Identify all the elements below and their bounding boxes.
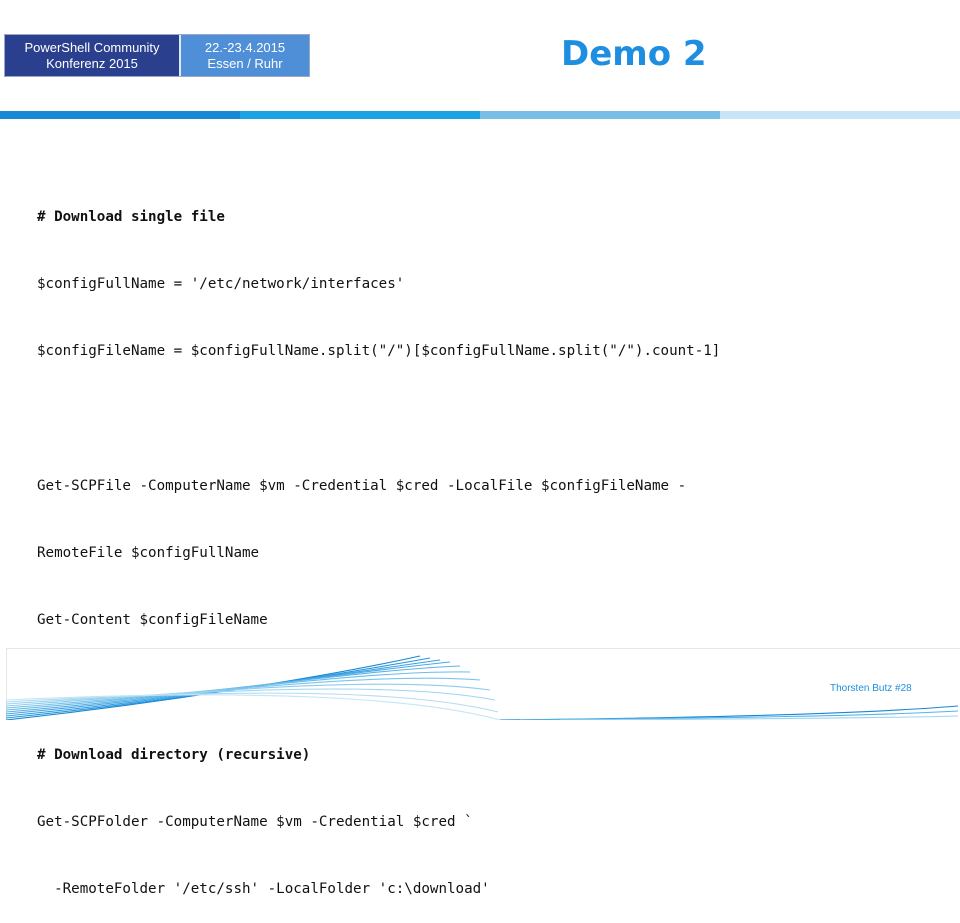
footer-author-page: Thorsten Butz #28 <box>830 683 912 694</box>
code-line: $configFileName = $configFullName.split(… <box>37 343 721 360</box>
logo-line-2: Konferenz 2015 <box>46 55 138 71</box>
code-line: $configFullName = '/etc/network/interfac… <box>37 276 405 293</box>
footer-wave-graphic <box>5 655 959 720</box>
slide-title: Demo 2 <box>561 34 707 74</box>
logo-left-panel: PowerShell Community Konferenz 2015 <box>5 35 179 76</box>
code-line: # Download single file <box>37 208 225 225</box>
footer-divider <box>6 648 960 649</box>
code-line: -RemoteFolder '/etc/ssh' -LocalFolder 'c… <box>37 881 490 897</box>
code-line: # Download directory (recursive) <box>37 746 311 763</box>
code-line: Get-Content $configFileName <box>37 612 268 629</box>
logo-right-panel: 22.-23.4.2015 Essen / Ruhr <box>179 35 309 76</box>
header-bar-segment-4 <box>720 111 960 119</box>
conference-logo: PowerShell Community Konferenz 2015 22.-… <box>4 34 310 77</box>
footer-left-border <box>6 648 7 720</box>
code-line: Get-SCPFile -ComputerName $vm -Credentia… <box>37 477 687 494</box>
header-bar-segment-2 <box>240 111 480 119</box>
code-line: RemoteFile $configFullName <box>37 544 260 561</box>
code-block: # Download single file $configFullName =… <box>37 161 720 923</box>
header-bar-segment-1 <box>0 111 240 119</box>
logo-date: 22.-23.4.2015 <box>204 39 286 55</box>
logo-line-1: PowerShell Community <box>24 39 160 55</box>
logo-location: Essen / Ruhr <box>207 55 283 71</box>
code-line <box>37 407 720 429</box>
header-bar-segment-3 <box>480 111 720 119</box>
code-line: Get-SCPFolder -ComputerName $vm -Credent… <box>37 813 473 830</box>
